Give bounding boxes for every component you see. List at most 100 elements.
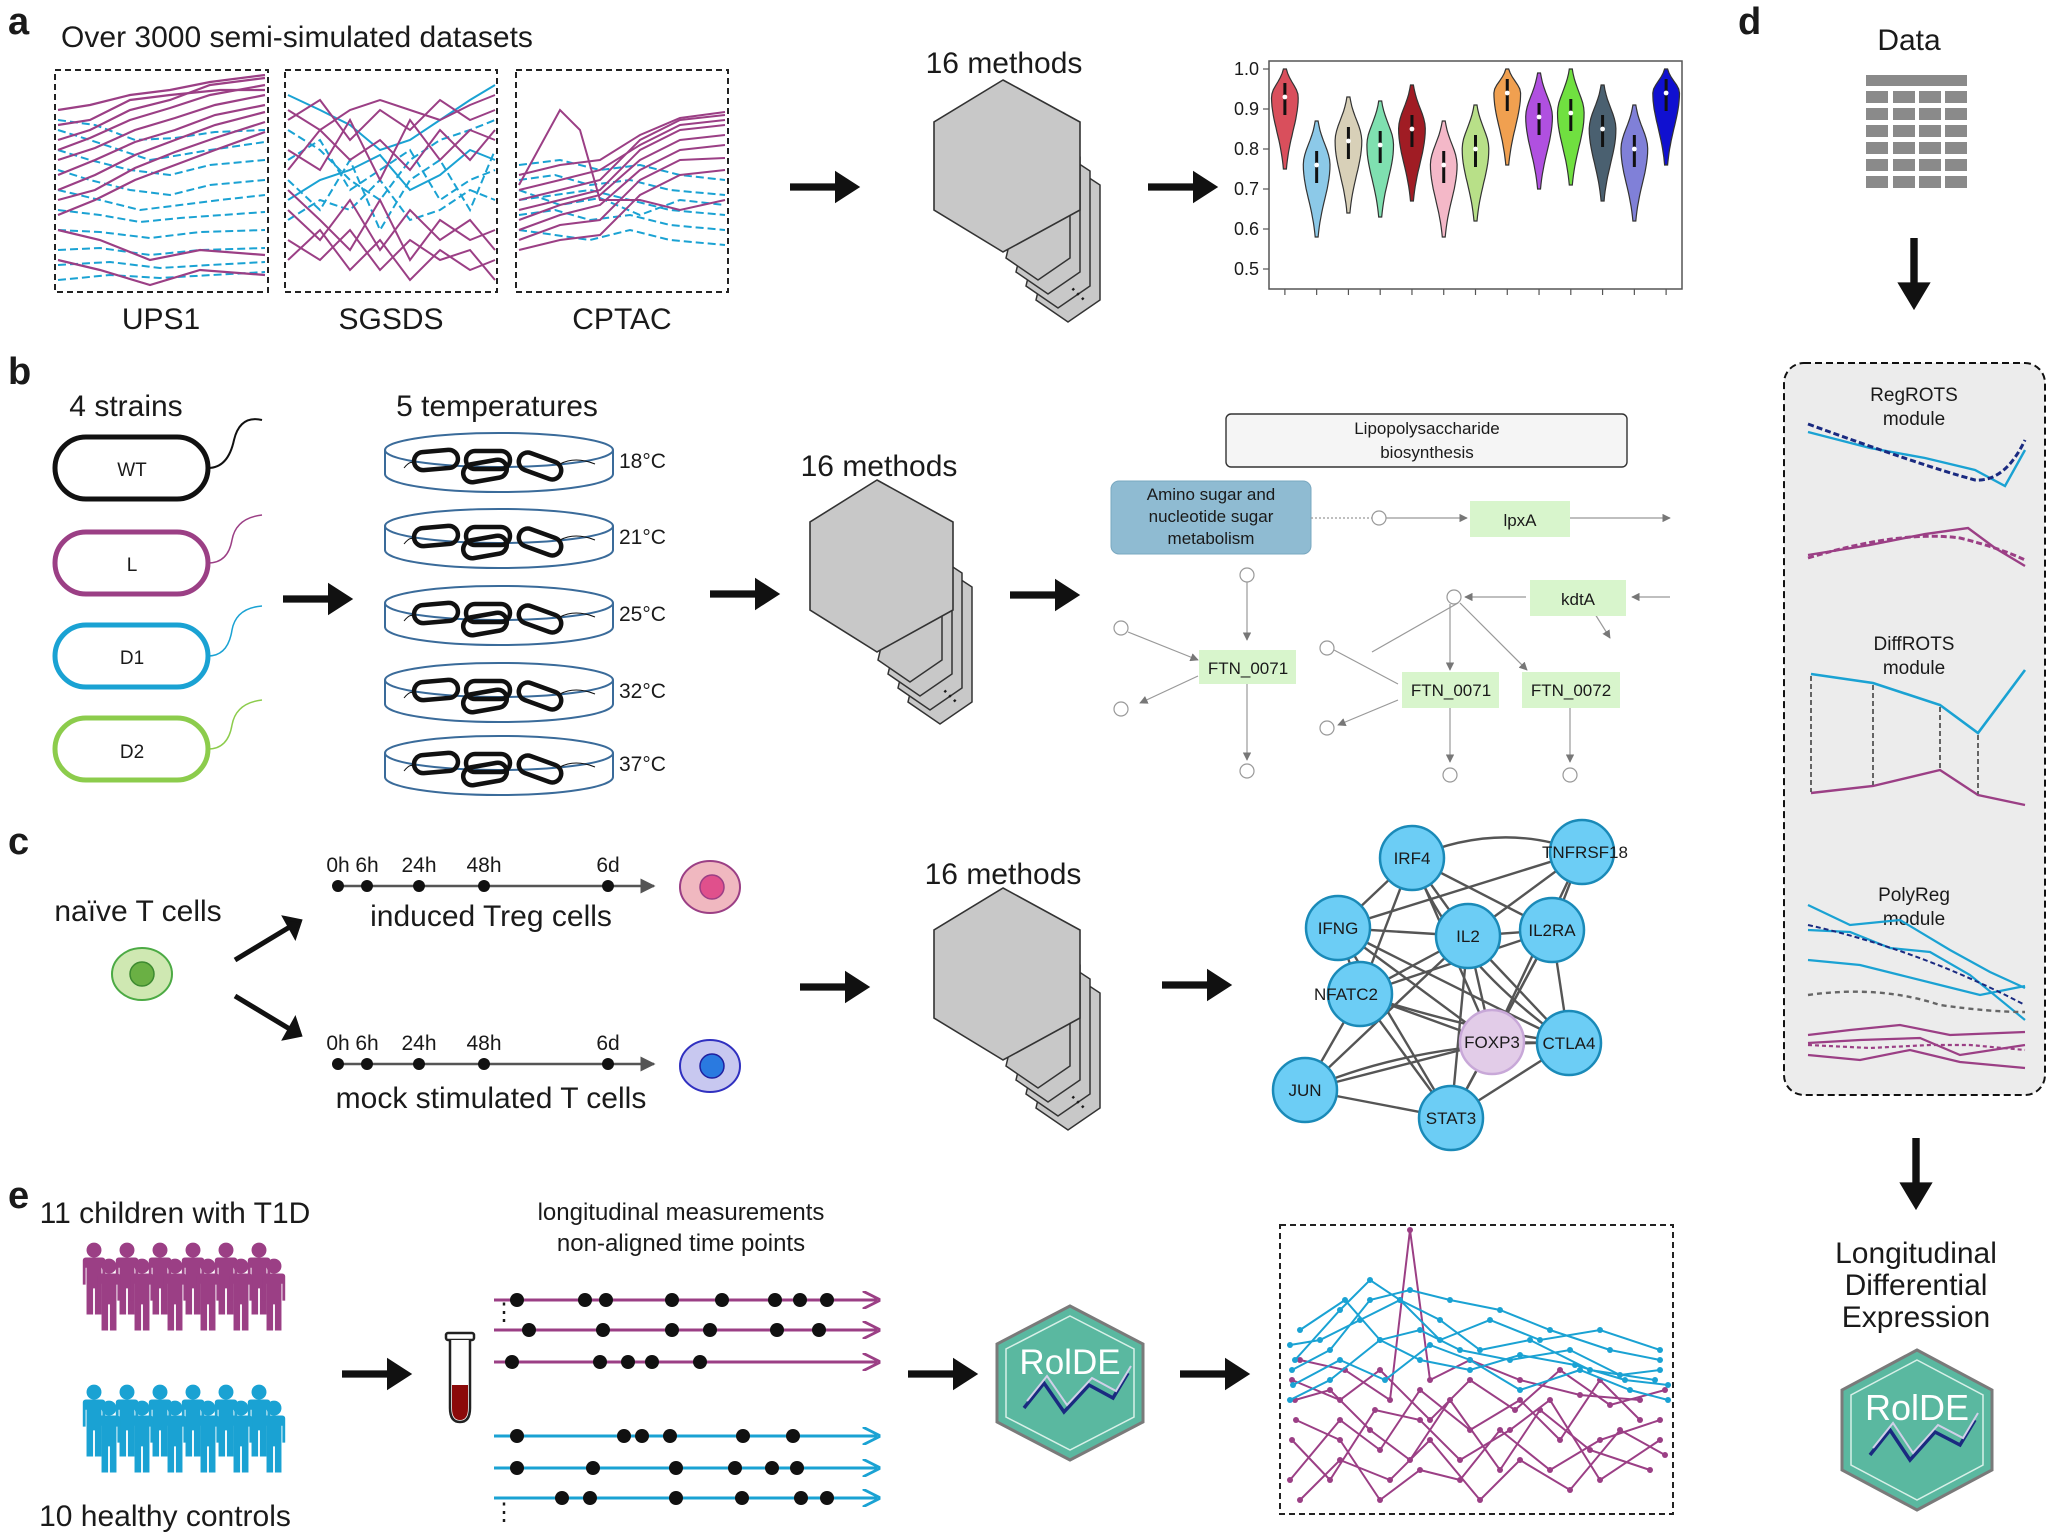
naive-cell-icon (111, 947, 173, 1001)
table-cell (1945, 108, 1967, 120)
profile-point (1665, 1397, 1671, 1403)
profile-point (1437, 1317, 1443, 1323)
profile-point (1497, 1307, 1503, 1313)
violin-median (1314, 162, 1320, 168)
sample-timelines (494, 1293, 877, 1505)
regrots-title-2: module (1883, 409, 1945, 430)
profile-point (1597, 1437, 1603, 1443)
profile-point (1527, 1337, 1533, 1343)
rolde-logo-e: RolDE (995, 1304, 1145, 1462)
svg-text:⋮: ⋮ (492, 1499, 516, 1526)
violin-median (1346, 138, 1351, 144)
node-jun: JUN (1288, 1081, 1321, 1100)
table-cell (1945, 176, 1967, 188)
profile-point (1617, 1372, 1623, 1378)
profile-point (1337, 1417, 1343, 1423)
profile-point (1467, 1357, 1473, 1363)
sample-dot (522, 1323, 536, 1337)
diffrots-title-1: DiffROTS (1874, 634, 1955, 655)
table-cell (1893, 125, 1915, 137)
profile-point (1337, 1357, 1343, 1363)
panel-label-b: b (8, 351, 31, 393)
profile-point (1342, 1297, 1348, 1303)
arrow-e3 (1180, 1357, 1251, 1391)
dataset-label-cptac: CPTAC (572, 303, 671, 336)
profile-point (1457, 1477, 1463, 1483)
panel-b: b 4 strains WT L D1 D2 5 temperatures 18… (8, 351, 1671, 796)
sample-dot (665, 1323, 679, 1337)
profile-point (1372, 1407, 1378, 1413)
profile-point (1377, 1497, 1383, 1503)
profile-point (1417, 1417, 1423, 1423)
test-tube-icon (444, 1331, 476, 1424)
profile-point (1567, 1347, 1573, 1353)
profile-point (1290, 1382, 1296, 1388)
modules-box: RegROTS module DiffROTS module PolyReg m… (1783, 362, 2046, 1096)
profile-point (1657, 1367, 1663, 1373)
violin-shape (1270, 68, 1299, 170)
result-line3: Expression (1842, 1301, 1990, 1334)
profile-line (1289, 1328, 1661, 1401)
strain-label-d2: D2 (120, 742, 144, 763)
data-label: Data (1877, 24, 1941, 57)
violin-median (1663, 90, 1669, 96)
profile-point (1387, 1397, 1393, 1403)
strain-l: L (52, 514, 263, 597)
node-irf4: IRF4 (1394, 849, 1431, 868)
treg-cell-icon (679, 860, 741, 914)
profile-point (1665, 1382, 1671, 1388)
profile-point (1577, 1367, 1583, 1373)
profile-point (1497, 1427, 1503, 1433)
timepoint-label: 6d (596, 1032, 619, 1055)
arrow-b1 (283, 582, 354, 616)
profile-point (1293, 1417, 1299, 1423)
timepoint-dot (602, 880, 614, 892)
ups1-plot (54, 69, 269, 293)
sample-dot (669, 1491, 683, 1505)
arrow-e1 (342, 1357, 413, 1391)
profile-point (1297, 1497, 1303, 1503)
petri-dish (384, 735, 614, 796)
profile-point (1517, 1377, 1523, 1383)
profile-point (1637, 1397, 1643, 1403)
profile-point (1477, 1347, 1483, 1353)
profile-point (1457, 1347, 1463, 1353)
pathway-amino-line2: nucleotide sugar (1149, 507, 1274, 526)
arrow-e2 (908, 1357, 979, 1391)
methods-label-a: 16 methods (926, 47, 1083, 80)
violin-chart: 1.00.90.80.70.60.5 (1234, 59, 1683, 295)
temperature-label: 37°C (619, 753, 666, 776)
sample-dot (770, 1323, 784, 1337)
hexagon-stack-a: ... (933, 79, 1101, 323)
controls-label: 10 healthy controls (39, 1500, 291, 1533)
timepoint-label: 0h (326, 854, 349, 877)
arrow-b2 (710, 577, 781, 611)
timepoint-dot (332, 880, 344, 892)
strain-label-l: L (127, 555, 138, 576)
petri-dish (384, 662, 614, 723)
hexagon-stack-b: ... (809, 479, 973, 725)
sample-dot (665, 1293, 679, 1307)
dataset-label-ups1: UPS1 (122, 303, 200, 336)
profile-point (1547, 1467, 1553, 1473)
profile-point (1517, 1397, 1523, 1403)
longitudinal-profile-plot (1279, 1224, 1674, 1515)
profile-point (1512, 1407, 1518, 1413)
arrow-a1 (790, 170, 861, 204)
profile-point (1427, 1417, 1433, 1423)
sample-dot (621, 1355, 635, 1369)
sample-dot (596, 1323, 610, 1337)
violin-ytick-label: 0.8 (1234, 139, 1259, 159)
sample-dot (583, 1491, 597, 1505)
profile-point (1637, 1417, 1643, 1423)
violin-shape (1493, 68, 1522, 166)
profile-point (1382, 1377, 1388, 1383)
profile-point (1487, 1317, 1493, 1323)
profile-point (1337, 1397, 1343, 1403)
table-cell (1893, 91, 1915, 103)
profile-point (1367, 1277, 1373, 1283)
profile-point (1427, 1377, 1433, 1383)
gene-network: IRF4 TNFRSF18 IFNG IL2 IL2RA NFATC2 FOXP… (1271, 818, 1628, 1152)
